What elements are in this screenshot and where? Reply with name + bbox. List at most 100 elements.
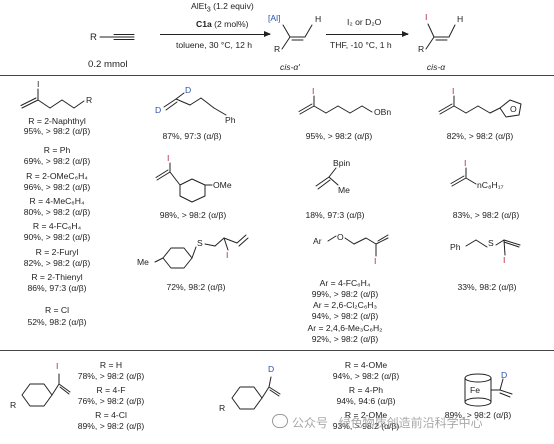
catalyst: C1a (2 mol%) xyxy=(196,20,249,29)
p9-yield: 33%, 98:2 (α/β) xyxy=(457,282,517,292)
p6-i-label: I xyxy=(464,158,467,168)
col1-entry-1-yield: 95%, > 98:2 (α/β) xyxy=(23,126,91,136)
product-structure xyxy=(425,23,456,50)
col1-entry-8-yield: 52%, 98:2 (α/β) xyxy=(27,317,87,327)
bottom-left-entry-2-r: R = 4-F xyxy=(96,385,126,395)
bottom-left-i-label: I xyxy=(56,361,59,371)
watermark-text: 公众号 · 绿色物质创造前沿科学中心 xyxy=(292,416,483,430)
p9-structure xyxy=(465,239,521,256)
reagent-1: AlEt3 (1.2 equiv) xyxy=(191,2,254,14)
col1-entry-2-r: R = Ph xyxy=(43,145,71,155)
p1-ph-label: Ph xyxy=(225,115,236,125)
p6-yield: 83%, > 98:2 (α/β) xyxy=(452,210,520,220)
product-h-label: H xyxy=(457,14,464,24)
p4-yield: 98%, > 98:2 (α/β) xyxy=(159,210,227,220)
divider-bottom xyxy=(0,350,554,351)
p2-yield: 95%, > 98:2 (α/β) xyxy=(305,131,373,141)
bottom-left-entry-3-r: R = 4-Cl xyxy=(95,410,127,420)
bottom-mid-entry-1-yield: 94%, > 98:2 (α/β) xyxy=(332,371,400,381)
p1-structure xyxy=(163,92,227,116)
bottom-left-entry-1-yield: 78%, > 98:2 (α/β) xyxy=(77,371,145,381)
bottom-left-entry-3-yield: 89%, > 98:2 (α/β) xyxy=(77,421,145,431)
intermediate-structure xyxy=(281,24,313,50)
ferrocene-fe-label: Fe xyxy=(470,385,481,395)
p5-bpin-label: Bpin xyxy=(333,158,351,168)
al-label: [Al] xyxy=(268,13,281,23)
bottom-right-d-label: D xyxy=(501,370,508,380)
col1-entry-7-yield: 86%, 97:3 (α/β) xyxy=(27,283,87,293)
col1-entry-2-yield: 69%, > 98:2 (α/β) xyxy=(23,156,91,166)
col1-entry-1-r: R = 2-Naphthyl xyxy=(28,116,86,126)
p4-ome-label: OMe xyxy=(213,180,232,190)
conditions-2: THF, -10 °C, 1 h xyxy=(330,40,392,50)
p7-i-label: I xyxy=(226,250,229,260)
p9-s-label: S xyxy=(488,238,494,248)
product-r-label: R xyxy=(418,44,425,54)
p1-d-label-2: D xyxy=(155,105,162,115)
col1-entry-6-r: R = 2-Furyl xyxy=(35,247,79,257)
p8-entry-1-yield: 99%, > 98:2 (α/β) xyxy=(311,289,379,299)
bottom-mid-r-label: R xyxy=(219,403,226,413)
p8-structure xyxy=(327,234,389,257)
col1-entry-8-r: R = Cl xyxy=(44,305,70,315)
p7-yield: 72%, 98:2 (α/β) xyxy=(166,282,226,292)
col1-entry-4-r: R = 4-MeC₆H₄ xyxy=(29,196,85,206)
intermediate-r-label: R xyxy=(274,44,281,54)
p8-i-label: I xyxy=(374,256,377,266)
p8-ar-label: Ar xyxy=(313,236,322,246)
bottom-mid-entry-1-r: R = 4-OMe xyxy=(344,360,388,370)
bottom-mid-entry-2-yield: 94%, 94:6 (α/β) xyxy=(336,396,396,406)
bottom-structures xyxy=(21,373,513,410)
bottom-mid-entry-2-r: R = 4-Ph xyxy=(348,385,384,395)
reaction-arrow-1 xyxy=(160,31,271,37)
p3-structure xyxy=(438,95,522,118)
col1-entry-3-yield: 96%, > 98:2 (α/β) xyxy=(23,182,91,192)
p6-chain-label: nC₈H₁₇ xyxy=(477,180,504,190)
p2-structure xyxy=(298,95,373,115)
col1-entry-4-yield: 80%, > 98:2 (α/β) xyxy=(23,207,91,217)
p8-entry-2-r: Ar = 2,6-Cl₂C₆H₃ xyxy=(312,300,378,310)
catalyst-loading: (2 mol%) xyxy=(211,19,249,29)
bottom-mid-entry-3-yield: 93%, > 98:2 (α/β) xyxy=(332,421,400,431)
bottom-left-structure xyxy=(21,373,71,407)
reagent-1-equiv: (1.2 equiv) xyxy=(210,1,254,11)
p3-i-label: I xyxy=(452,86,455,96)
p9-i-label: I xyxy=(503,255,506,265)
p4-structure xyxy=(155,162,213,203)
p6-structure xyxy=(450,167,477,187)
grid-structures xyxy=(154,92,522,269)
col1-r-label: R xyxy=(86,95,93,105)
alkyne-structure xyxy=(99,34,135,40)
p2-i-label: I xyxy=(312,86,315,96)
col1-entry-6-yield: 82%, > 98:2 (α/β) xyxy=(23,258,91,268)
reagent-1-name: AlEt xyxy=(191,1,207,11)
p8-entry-3-r: Ar = 2,4,6-Me₃C₆H₂ xyxy=(307,323,383,333)
p5-structure xyxy=(315,167,339,190)
p7-structure xyxy=(154,234,249,269)
p3-yield: 82%, > 98:2 (α/β) xyxy=(446,131,514,141)
col1-entry-5-yield: 90%, > 98:2 (α/β) xyxy=(23,232,91,242)
col1-entry-5-r: R = 4-FC₆H₄ xyxy=(32,221,82,231)
p1-d-label-1: D xyxy=(185,85,192,95)
col1-structure xyxy=(20,88,85,109)
p9-ph-label: Ph xyxy=(450,242,461,252)
bottom-mid-entry-3-r: R = 2-OMe xyxy=(344,410,388,420)
p2-obn-label: OBn xyxy=(374,107,392,117)
conditions-1: toluene, 30 °C, 12 h xyxy=(176,40,253,50)
reagent-1-sub: 3 xyxy=(206,5,211,14)
col1-entry-7-r: R = 2-Thienyl xyxy=(31,272,83,282)
col1-i-label: I xyxy=(37,79,40,89)
product-i-label: I xyxy=(425,12,428,22)
p8-entry-3-yield: 92%, > 98:2 (α/β) xyxy=(311,334,379,344)
p1-yield: 87%, 97:3 (α/β) xyxy=(162,131,222,141)
p7-me-label: Me xyxy=(137,257,149,267)
p8-o-label: O xyxy=(337,232,344,242)
catalyst-name: C1a xyxy=(196,19,212,29)
p5-yield: 18%, 97:3 (α/β) xyxy=(305,210,365,220)
p4-i-label: I xyxy=(167,153,170,163)
col1-entry-3-r: R = 2-OMeC₆H₄ xyxy=(26,171,88,181)
divider-top xyxy=(0,75,554,76)
bottom-left-r-label: R xyxy=(10,400,17,410)
bottom-right-yield: 89%, > 98:2 (α/β) xyxy=(444,410,512,420)
